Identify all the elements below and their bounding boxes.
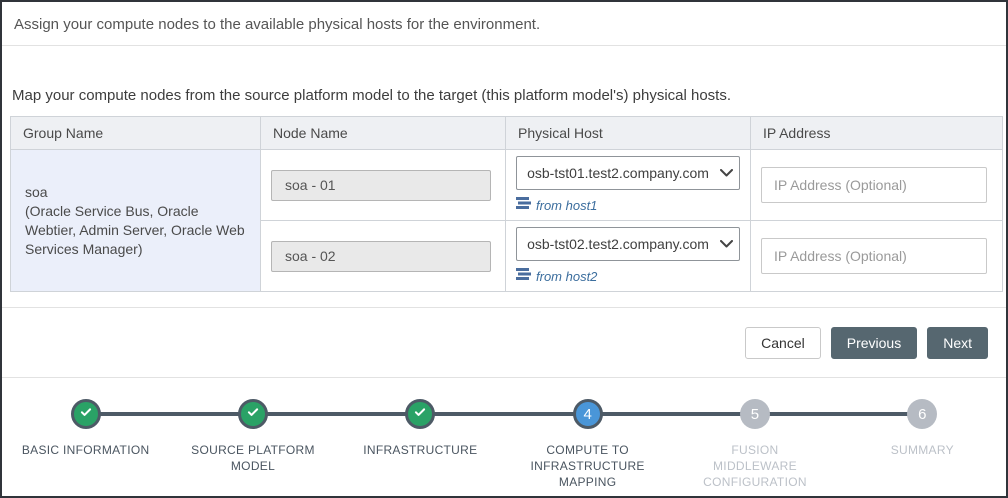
node-name-cell <box>260 220 506 292</box>
cancel-button[interactable]: Cancel <box>745 327 821 359</box>
step-circle: 5 <box>739 399 770 429</box>
step-basic-information[interactable]: BASIC INFORMATION <box>2 399 169 490</box>
ip-address-input[interactable] <box>761 238 987 274</box>
physical-host-selected-value: osb-tst01.test2.company.com <box>527 165 709 181</box>
stepper-connector-line <box>86 412 922 416</box>
chevron-down-icon <box>713 240 739 248</box>
step-summary: 6 SUMMARY <box>839 399 1006 490</box>
step-label: COMPUTE TO INFRASTRUCTURE MAPPING <box>530 443 645 489</box>
step-number: 5 <box>750 405 760 423</box>
server-stack-icon <box>516 196 531 214</box>
column-header-group-name: Group Name <box>10 116 261 150</box>
step-circle <box>237 399 268 429</box>
column-header-ip-address: IP Address <box>750 116 1003 150</box>
previous-button[interactable]: Previous <box>830 327 918 359</box>
group-name-cell: soa (Oracle Service Bus, Oracle Webtier,… <box>10 149 261 292</box>
step-label: SOURCE PLATFORM MODEL <box>191 443 315 473</box>
step-circle: 6 <box>907 399 938 429</box>
step-number: 4 <box>583 405 592 423</box>
mapping-instruction: Map your compute nodes from the source p… <box>12 87 732 104</box>
from-host-link[interactable]: from host1 <box>516 196 740 214</box>
wizard-stepper: BASIC INFORMATION SOURCE PLATFORM MODEL … <box>2 378 1006 490</box>
table-header-row: Group Name Node Name Physical Host IP Ad… <box>10 116 1003 150</box>
step-label: BASIC INFORMATION <box>21 443 150 457</box>
step-circle: 4 <box>572 399 603 429</box>
server-stack-icon <box>516 267 531 285</box>
step-circle <box>405 399 436 429</box>
group-name: soa <box>25 183 48 200</box>
group-detail: (Oracle Service Bus, Oracle Webtier, Adm… <box>25 202 245 257</box>
node-name-cell <box>260 149 506 221</box>
from-host-link[interactable]: from host2 <box>516 267 740 285</box>
divider <box>2 377 1006 378</box>
check-icon <box>246 405 260 424</box>
ip-address-cell <box>750 149 1003 221</box>
step-number: 6 <box>918 405 927 423</box>
physical-host-select[interactable]: osb-tst01.test2.company.com <box>516 156 740 190</box>
compute-mapping-table: Group Name Node Name Physical Host IP Ad… <box>10 116 1003 292</box>
check-icon <box>79 405 93 424</box>
node-name-input <box>271 240 491 272</box>
column-header-node-name: Node Name <box>260 116 506 150</box>
table-row: osb-tst02.test2.company.com from host2 <box>11 220 1003 292</box>
step-infrastructure[interactable]: INFRASTRUCTURE <box>337 399 504 490</box>
ip-address-input[interactable] <box>761 167 987 203</box>
button-bar: Cancel Previous Next <box>2 308 1006 377</box>
from-host-label: from host2 <box>536 268 598 284</box>
check-icon <box>413 405 427 424</box>
step-source-platform-model[interactable]: SOURCE PLATFORM MODEL <box>169 399 336 490</box>
node-name-input <box>271 169 491 201</box>
step-label: INFRASTRUCTURE <box>363 443 478 457</box>
chevron-down-icon <box>713 169 739 177</box>
step-label: SUMMARY <box>890 443 954 457</box>
ip-address-cell <box>750 220 1003 292</box>
page-description: Assign your compute nodes to the availab… <box>2 2 1006 46</box>
physical-host-cell: osb-tst01.test2.company.com from host1 <box>505 149 751 221</box>
divider <box>2 307 1006 308</box>
physical-host-select[interactable]: osb-tst02.test2.company.com <box>516 227 740 261</box>
table-row: soa (Oracle Service Bus, Oracle Webtier,… <box>10 149 1003 292</box>
step-circle <box>70 399 101 429</box>
step-label: FUSION MIDDLEWARE CONFIGURATION <box>703 443 807 489</box>
step-compute-to-infrastructure-mapping[interactable]: 4 COMPUTE TO INFRASTRUCTURE MAPPING <box>504 399 671 490</box>
next-button[interactable]: Next <box>927 327 988 359</box>
from-host-label: from host1 <box>536 197 598 213</box>
physical-host-cell: osb-tst02.test2.company.com from host2 <box>505 220 751 292</box>
step-fusion-middleware-configuration: 5 FUSION MIDDLEWARE CONFIGURATION <box>671 399 838 490</box>
column-header-physical-host: Physical Host <box>505 116 751 150</box>
physical-host-selected-value: osb-tst02.test2.company.com <box>527 236 709 252</box>
